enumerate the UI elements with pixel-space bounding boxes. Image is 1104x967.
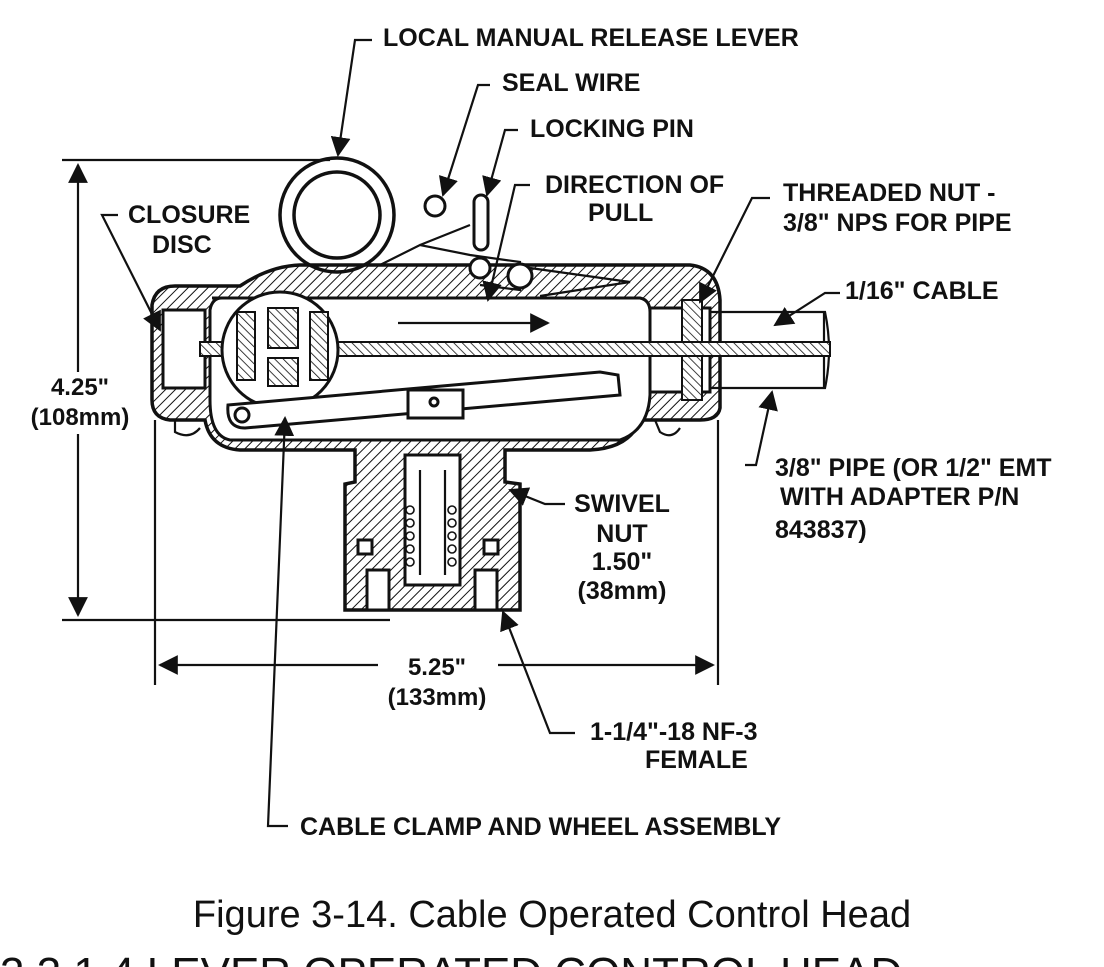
- label-threaded-nut-line1: THREADED NUT -: [783, 179, 996, 207]
- label-direction-of-pull-line2: PULL: [588, 199, 653, 227]
- leader-lines: [100, 38, 840, 828]
- label-cable: 1/16" CABLE: [845, 277, 999, 305]
- label-locking-pin: LOCKING PIN: [530, 115, 694, 143]
- label-pipe-line2: WITH ADAPTER P/N: [780, 483, 1019, 511]
- width-dimension: 5.25" (133mm): [153, 420, 720, 712]
- height-dimension-value: 4.25": [51, 374, 109, 401]
- label-swivel-nut-line4: (38mm): [578, 577, 667, 605]
- label-closure-disc-line2: DISC: [152, 231, 212, 259]
- next-section-heading: 3.3.1.4 LEVER OPERATED CONTROL HEAD: [0, 949, 902, 967]
- width-dimension-value: 5.25": [408, 654, 466, 681]
- figure-caption: Figure 3-14. Cable Operated Control Head: [193, 894, 911, 936]
- width-dimension-metric: (133mm): [388, 684, 487, 711]
- label-closure-disc-line1: CLOSURE: [128, 201, 250, 229]
- label-direction-of-pull-line1: DIRECTION OF: [545, 171, 724, 199]
- label-local-manual-release-lever: LOCAL MANUAL RELEASE LEVER: [383, 24, 799, 52]
- control-head-body: [150, 156, 831, 612]
- label-seal-wire: SEAL WIRE: [502, 69, 640, 97]
- label-threaded-nut-line2: 3/8" NPS FOR PIPE: [783, 209, 1012, 237]
- height-dimension: 4.25" (108mm): [25, 158, 390, 622]
- callout-labels: LOCAL MANUAL RELEASE LEVER SEAL WIRE LOC…: [128, 24, 1052, 841]
- label-swivel-nut-line1: SWIVEL: [574, 490, 670, 518]
- label-swivel-nut-line3: 1.50": [592, 548, 653, 576]
- label-swivel-nut-line2: NUT: [596, 520, 647, 548]
- label-pipe-line1: 3/8" PIPE (OR 1/2" EMT: [775, 454, 1052, 482]
- label-female-thread-line2: FEMALE: [645, 746, 748, 774]
- label-female-thread-line1: 1-1/4"-18 NF-3: [590, 718, 757, 746]
- height-dimension-metric: (108mm): [31, 404, 130, 431]
- label-pipe-line3: 843837): [775, 516, 867, 544]
- label-cable-clamp: CABLE CLAMP AND WHEEL ASSEMBLY: [300, 813, 781, 841]
